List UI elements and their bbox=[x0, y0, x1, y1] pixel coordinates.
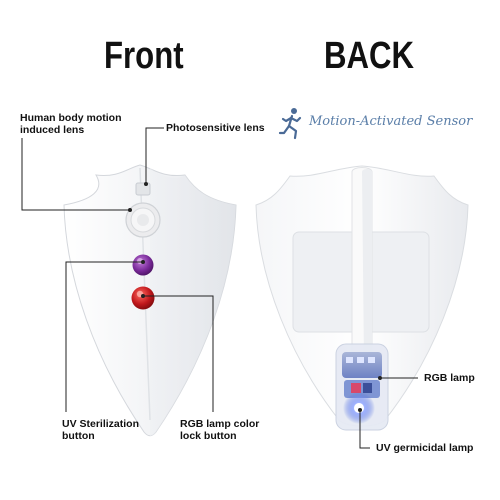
callout-line-uv-lamp bbox=[359, 410, 370, 449]
rgb-lamp-label: RGB lamp bbox=[424, 372, 475, 384]
front-heading: Front bbox=[104, 35, 184, 77]
callout-line-photosensitive bbox=[145, 127, 164, 184]
back-heading: BACK bbox=[324, 35, 415, 77]
motion-sensor-label: Motion-Activated Sensor bbox=[309, 114, 473, 129]
rgb-lock-label: RGB lamp color lock button bbox=[180, 418, 260, 442]
front-shield bbox=[63, 164, 237, 437]
callout-lines bbox=[21, 127, 418, 449]
human-motion-label: Human body motion induced lens bbox=[20, 112, 122, 136]
callout-line-human-motion bbox=[21, 138, 130, 211]
uv-sterilization-label: UV Sterilization button bbox=[62, 418, 140, 442]
callout-line-rgb-lock bbox=[143, 295, 214, 412]
uv-lamp-label: UV germicidal lamp bbox=[376, 442, 474, 454]
back-shield bbox=[255, 165, 469, 431]
running-person-icon bbox=[278, 108, 302, 140]
callout-line-uv-button bbox=[65, 261, 143, 412]
photosensitive-label: Photosensitive lens bbox=[166, 122, 265, 134]
